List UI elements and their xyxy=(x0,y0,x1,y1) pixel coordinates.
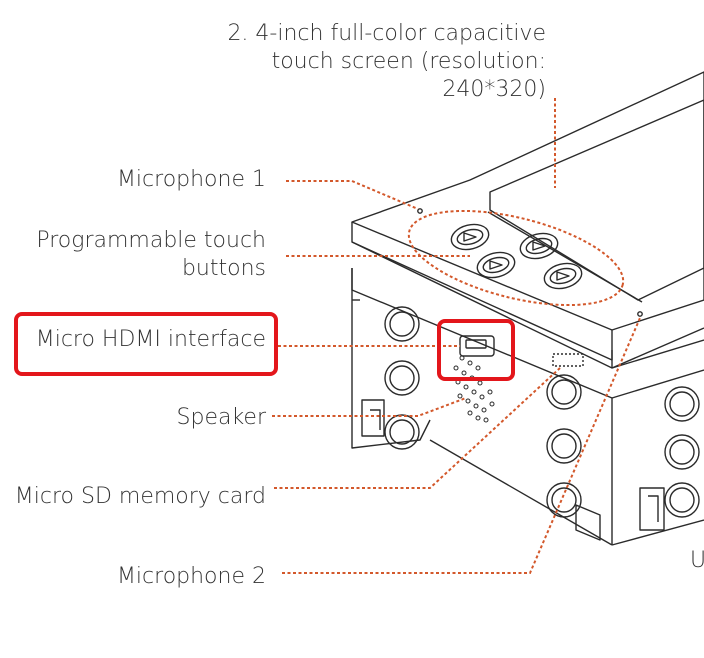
label-buttons-line1: Programmable touch xyxy=(36,228,266,253)
label-buttons-line2: buttons xyxy=(181,256,266,281)
right-side-cutouts xyxy=(639,386,700,531)
button-group-outline xyxy=(407,209,625,307)
mic2-hole xyxy=(637,311,643,317)
screen-outline xyxy=(489,99,704,301)
button-pad xyxy=(450,223,583,290)
label-mic1: Microphone 1 xyxy=(116,167,266,192)
speaker-grille xyxy=(453,355,495,423)
leader-mic1 xyxy=(286,180,419,210)
label-screen-line3: 240*320) xyxy=(442,77,546,102)
front-cutouts xyxy=(546,374,601,541)
hdmi-highlight-box xyxy=(14,312,278,376)
label-hdmi: Micro HDMI interface xyxy=(35,327,266,352)
device-top-face xyxy=(351,71,704,331)
label-buttons: Programmable touch buttons xyxy=(20,227,266,283)
label-screen: 2. 4-inch full-color capacitive touch sc… xyxy=(212,20,546,104)
hdmi-port-highlight-box xyxy=(437,319,515,381)
label-screen-line2: touch screen (resolution: xyxy=(271,49,546,74)
label-mic2: Microphone 2 xyxy=(116,564,266,589)
leader-sd xyxy=(274,367,561,489)
sd-slot xyxy=(552,353,584,367)
device-left-side xyxy=(351,268,431,449)
leader-speaker xyxy=(272,397,467,417)
label-partial-right: U xyxy=(690,548,704,573)
left-side-cutouts xyxy=(352,299,420,450)
leader-mic2 xyxy=(282,317,641,574)
label-screen-line1: 2. 4-inch full-color capacitive xyxy=(227,21,546,46)
label-speaker: Speaker xyxy=(176,405,266,430)
mic1-hole xyxy=(417,208,423,214)
label-sd: Micro SD memory card xyxy=(14,484,266,509)
